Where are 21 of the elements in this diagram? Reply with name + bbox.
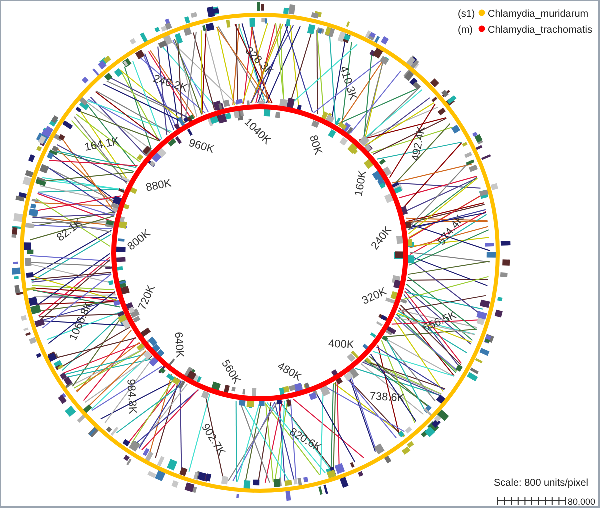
scale-value: 80,000 bbox=[568, 497, 596, 507]
inner-tick-label: 80K bbox=[306, 134, 324, 156]
inner-tick-label: 320K bbox=[360, 286, 389, 308]
inner-tick-label: 720K bbox=[136, 284, 158, 312]
inner-tick-label: 880K bbox=[145, 178, 173, 194]
outer-tick-label: 492.4K bbox=[410, 126, 428, 162]
inner-tick-label: 960K bbox=[188, 137, 216, 156]
inner-tick-label: 160K bbox=[353, 170, 370, 198]
inner-tick-label: 400K bbox=[328, 338, 355, 352]
outer-tick-label: 410.3K bbox=[337, 64, 360, 102]
outer-tick-label: 246.2K bbox=[152, 73, 189, 95]
legend-label: Chlamydia_trachomatis bbox=[488, 25, 592, 36]
legend-tag: (s1) bbox=[458, 9, 476, 20]
outer-tick-label: 738.6K bbox=[370, 390, 406, 405]
inner-tick-label: 480K bbox=[275, 360, 304, 384]
outer-tick-label: 164.1K bbox=[84, 136, 120, 154]
scale-label: Scale: 800 units/pixel bbox=[494, 478, 589, 489]
inner-tick-label: 640K bbox=[172, 332, 186, 358]
legend-label: Chlamydia_muridarum bbox=[488, 9, 589, 20]
outer-tick-label: 984.8K bbox=[124, 379, 139, 415]
legend-tag: (m) bbox=[458, 25, 473, 36]
